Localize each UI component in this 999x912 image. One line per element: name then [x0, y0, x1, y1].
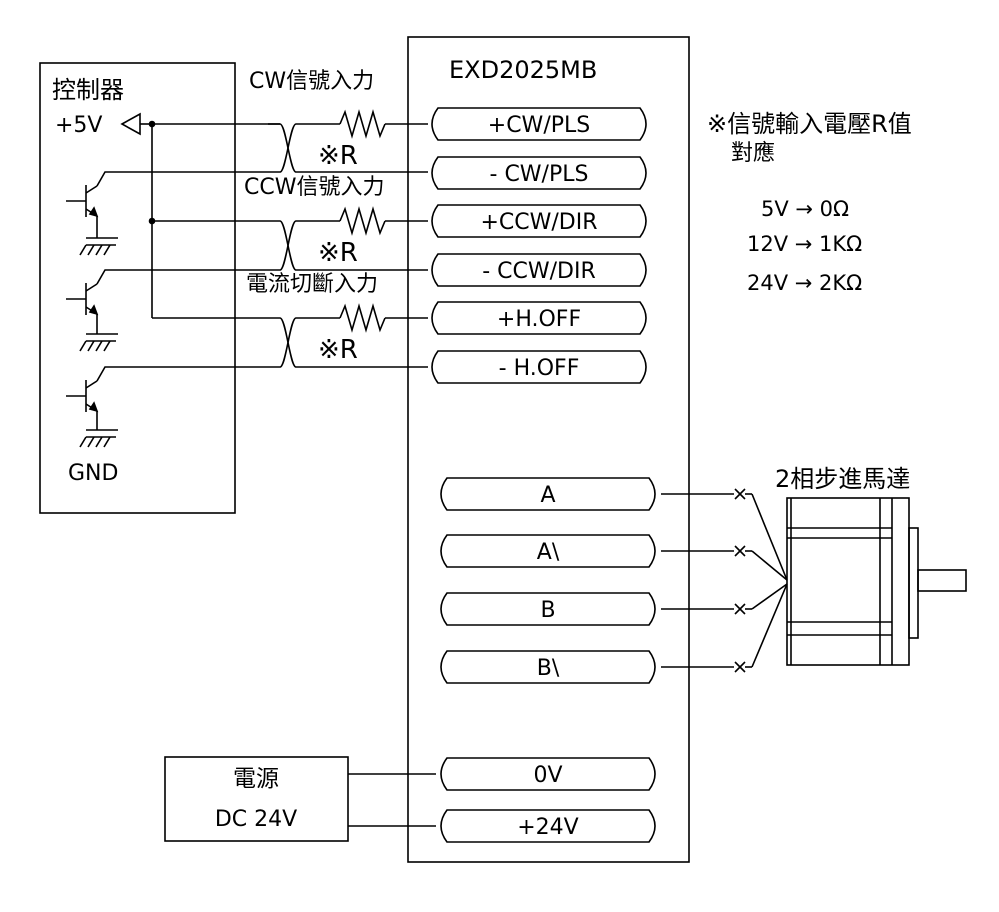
note-line2: 對應	[731, 140, 775, 166]
driver-model: EXD2025MB	[449, 56, 597, 84]
motor-label: 2相步進馬達	[775, 465, 910, 493]
driver-box	[407, 36, 690, 863]
terminal-hoff-neg: - H.OFF	[499, 356, 580, 381]
terminal-cw-pos: +CW/PLS	[488, 113, 590, 138]
terminal-ccw-pos: +CCW/DIR	[480, 210, 597, 235]
transistor-2-icon	[66, 283, 118, 352]
terminal-b: B	[540, 598, 555, 623]
terminal-ccw-neg: - CCW/DIR	[482, 259, 596, 284]
hoff-signal-label: 電流切斷入力	[246, 272, 378, 297]
ccw-signal-label: CCW信號入力	[244, 175, 384, 200]
power-label: 電源	[233, 766, 279, 792]
resistor-cw-icon	[339, 109, 386, 139]
transistor-3-icon	[66, 380, 118, 448]
resistor-hoff-icon	[339, 303, 386, 333]
terminal-a: A	[540, 483, 555, 508]
note-line1: ※信號輸入電壓R值	[707, 110, 912, 138]
note-row-24v: 24V → 2KΩ	[747, 271, 862, 295]
gnd-label: GND	[68, 461, 118, 486]
power-box	[164, 756, 349, 842]
wire-x-marks	[734, 488, 746, 673]
power-terminals	[440, 757, 656, 843]
r-mark-1: ※R	[318, 141, 358, 171]
resistor-ccw-icon	[339, 206, 386, 236]
terminal-hoff-pos: +H.OFF	[497, 307, 581, 332]
transistor-1-icon	[66, 185, 118, 256]
terminal-b-bar: B\	[537, 656, 560, 681]
motor-terminals	[440, 477, 656, 684]
vcc-triangle-icon	[120, 112, 141, 136]
note-row-12v: 12V → 1KΩ	[747, 232, 862, 256]
input-terminals	[431, 107, 647, 384]
cw-signal-label: CW信號入力	[249, 69, 374, 94]
terminal-0v: 0V	[533, 763, 562, 788]
terminal-a-bar: A\	[537, 540, 560, 565]
vcc-label: +5V	[55, 113, 102, 138]
stepper-motor-icon	[786, 497, 967, 666]
controller-box	[39, 62, 236, 514]
power-spec: DC 24V	[215, 807, 297, 832]
controller-title: 控制器	[52, 76, 124, 104]
r-mark-2: ※R	[318, 238, 358, 268]
note-row-5v: 5V → 0Ω	[761, 197, 849, 221]
terminal-cw-neg: - CW/PLS	[490, 162, 589, 187]
terminal-24v: +24V	[517, 815, 578, 840]
r-mark-3: ※R	[318, 335, 358, 365]
